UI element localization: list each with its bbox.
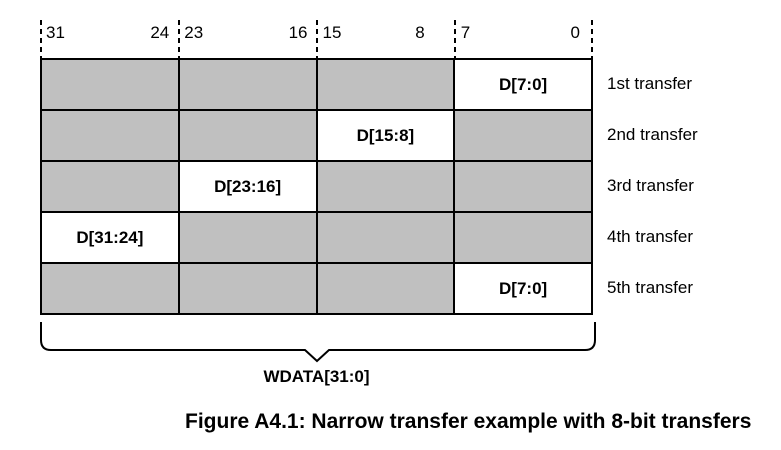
figure-caption: Figure A4.1: Narrow transfer example wit…	[185, 410, 752, 433]
active-lane-cell: D[31:24]	[42, 213, 180, 262]
bit-label-low: 24	[150, 23, 170, 42]
inactive-lane-cell	[455, 162, 591, 211]
inactive-lane-cell	[317, 213, 456, 262]
inactive-lane-cell	[455, 111, 591, 160]
inactive-lane-cell	[42, 111, 180, 160]
bit-label-high: 31	[46, 23, 65, 42]
bit-label-low: 0	[570, 23, 580, 42]
transfer-label-4: 4th transfer	[607, 226, 693, 246]
active-lane-cell: D[7:0]	[455, 60, 591, 109]
transfer-label-1: 1st transfer	[607, 73, 693, 93]
bit-boundary-dash	[178, 20, 180, 58]
inactive-lane-cell	[317, 162, 456, 211]
bit-range-15-8: 15 8	[317, 23, 455, 43]
transfer-row-1: D[7:0]	[42, 60, 591, 111]
transfer-row-4: D[31:24]	[42, 213, 591, 264]
inactive-lane-cell	[42, 162, 180, 211]
transfer-label-column: 1st transfer 2nd transfer 3rd transfer 4…	[607, 58, 698, 313]
bit-label-low: 8	[415, 23, 425, 42]
active-lane-cell: D[7:0]	[455, 264, 591, 313]
bit-boundary-dash	[40, 20, 42, 58]
bit-boundary-dash	[316, 20, 318, 58]
bit-range-7-0: 7 0	[455, 23, 593, 43]
bit-label-high: 15	[322, 23, 342, 42]
transfer-row-2: D[15:8]	[42, 111, 591, 162]
bit-label-high: 23	[184, 23, 204, 42]
inactive-lane-cell	[179, 111, 318, 160]
inactive-lane-cell	[42, 264, 180, 313]
bit-label-low: 16	[288, 23, 308, 42]
inactive-lane-cell	[42, 60, 180, 109]
bit-range-23-16: 23 16	[178, 23, 316, 43]
transfer-label-2: 2nd transfer	[607, 124, 698, 144]
inactive-lane-cell	[179, 60, 318, 109]
active-lane-cell: D[15:8]	[317, 111, 456, 160]
transfer-label-5: 5th transfer	[607, 277, 693, 297]
inactive-lane-cell	[179, 264, 318, 313]
transfer-row-5: D[7:0]	[42, 264, 591, 313]
bit-boundary-dash	[591, 20, 593, 58]
underbrace	[40, 322, 596, 363]
inactive-lane-cell	[455, 213, 591, 262]
inactive-lane-cell	[317, 264, 456, 313]
transfer-label-3: 3rd transfer	[607, 175, 694, 195]
transfer-row-3: D[23:16]	[42, 162, 591, 213]
transfer-grid: D[7:0] D[15:8] D[23:16] D[31:24] D[7:0]	[40, 58, 593, 315]
bit-boundary-dash	[454, 20, 456, 58]
inactive-lane-cell	[179, 213, 318, 262]
bit-label-high: 7	[460, 23, 471, 42]
bus-width-label: WDATA[31:0]	[263, 367, 370, 386]
bit-range-header: 31 24 23 16 15 8 7 0	[40, 23, 593, 43]
active-lane-cell: D[23:16]	[179, 162, 318, 211]
inactive-lane-cell	[317, 60, 456, 109]
bit-range-31-24: 31 24	[40, 23, 178, 43]
